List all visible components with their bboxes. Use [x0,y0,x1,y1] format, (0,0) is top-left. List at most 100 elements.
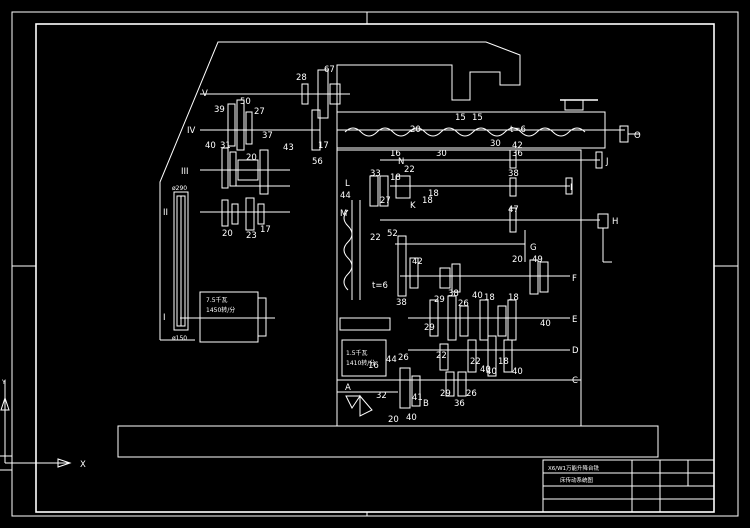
gear-tooth-label: 18 [428,189,439,199]
gear-tooth-label: 17 [260,225,271,235]
gear-tooth-label: 22 [436,351,447,361]
gear-tooth-label: 32 [376,391,387,401]
shaft-label-i: I [163,313,166,323]
gear-tooth-label: 15 [455,113,466,123]
gear-tooth-label: 50 [240,97,251,107]
handwheels [565,125,640,263]
gear-tooth-label: 28 [296,73,307,83]
gear-tooth-label: 20 [410,125,421,135]
gear-tooth-label: 42 [412,257,423,267]
gear-tooth-label: 52 [387,229,398,239]
gear-tooth-label: 40 [472,291,483,301]
gear-tooth-label: 29 [424,323,435,333]
gear-tooth-label: 40 [205,141,216,151]
title-line-2: 床传动系统图 [560,476,594,484]
gear-tooth-label: 30 [490,139,501,149]
gear-tooth-label: 27 [380,196,391,206]
gear-tooth-label: 40 [540,319,551,329]
table-lead-screw [337,99,625,137]
gear-tooth-label: 26 [466,389,477,399]
gear-tooth-label: 29 [440,389,451,399]
label-a: A [345,383,351,393]
gear-tooth-label: 44 [386,355,397,365]
shaft-label-v: V [202,89,208,99]
gear-tooth-label: 40 [406,413,417,423]
gear-tooth-label: 18 [484,293,495,303]
gear-tooth-label: 23 [246,231,257,241]
gear-tooth-label: 29 [434,295,445,305]
feed-motor-power: 1.5千瓦 [346,349,368,357]
label-k: K [410,201,416,211]
belt-drive: ø290 ø150 [172,185,189,342]
label-m: M [340,209,347,219]
gear-tooth-label: 20 [388,415,399,425]
gear-tooth-label: 36 [512,149,523,159]
gear-tooth-label: 41 [412,393,423,403]
gear-tooth-label: 31 [220,141,231,151]
axis-y-label: Y [1,379,6,386]
label-f: F [572,274,577,284]
shaft-label-ii: II [163,208,168,218]
label-b: B [423,399,429,409]
bevel-gears [337,391,398,417]
gear-tooth-label: 22 [470,357,481,367]
gear-tooth-label: 47 [508,205,519,215]
gear-tooth-label: 17 [318,141,329,151]
gear-tooth-label: 43 [283,143,294,153]
gear-tooth-label: 26 [398,353,409,363]
gear-tooth-label: 27 [254,107,265,117]
feed-gears [369,149,549,409]
gear-tooth-label: 44 [340,191,351,201]
feed-motor-speed: 1410转/分 [346,359,375,367]
label-i: I [570,183,573,193]
gear-tooth-label: 40 [512,367,523,377]
gear-tooth-label: 38 [396,298,407,308]
feed-motor: 1.5千瓦 1410转/分 [339,317,391,377]
gear-tooth-label: 36 [454,399,465,409]
label-g: G [530,243,537,253]
gear-tooth-label: 67 [324,65,335,75]
outer-frame [11,11,739,517]
main-motor-power: 7.5千瓦 [206,296,228,304]
gear-tooth-label: 22 [370,233,381,243]
gear-tooth-label: 33 [370,169,381,179]
vertical-lead-screw [343,200,361,300]
gear-tooth-label: 40 [486,367,497,377]
gear-tooth-label: 18 [422,196,433,206]
label-e: E [572,315,577,325]
label-c: C [572,376,578,386]
title-line-1: X6/W1万能升降台铣 [548,464,600,472]
label-h: H [612,217,618,227]
gear-tooth-label: 56 [312,157,323,167]
inner-frame [35,23,715,513]
gear-tooth-label: 22 [404,165,415,175]
gear-tooth-label: 42 [512,141,523,151]
label-d: D [572,346,579,356]
label-l: L [345,179,350,189]
spindle-shafts [180,93,350,319]
label-o: O [634,131,641,141]
shaft-label-iv: IV [187,126,196,136]
gear-tooth-label: 20 [222,229,233,239]
gear-tooth-label: 37 [262,131,273,141]
gear-tooth-label: 16 [390,149,401,159]
pitch-label-table: t=6 [510,125,526,135]
label-n: N [398,157,404,167]
ucs-axis-icon: X Y [0,379,86,471]
gear-tooth-label: 38 [448,289,459,299]
axis-x-label: X [80,460,86,470]
pulley-bottom-label: ø150 [172,335,187,342]
gear-tooth-label: 18 [508,293,519,303]
gear-tooth-label: 16 [368,361,379,371]
gear-tooth-label: 49 [532,255,543,265]
feed-shafts [380,159,600,381]
gear-tooth-label: 30 [436,149,447,159]
main-motor: 7.5千瓦 1450转/分 [199,291,267,343]
gear-tooth-label: 18 [390,173,401,183]
gear-tooth-label: 38 [508,169,519,179]
gear-tooth-label: 20 [512,255,523,265]
gear-tooth-label: 39 [214,105,225,115]
machine-base [117,425,659,458]
